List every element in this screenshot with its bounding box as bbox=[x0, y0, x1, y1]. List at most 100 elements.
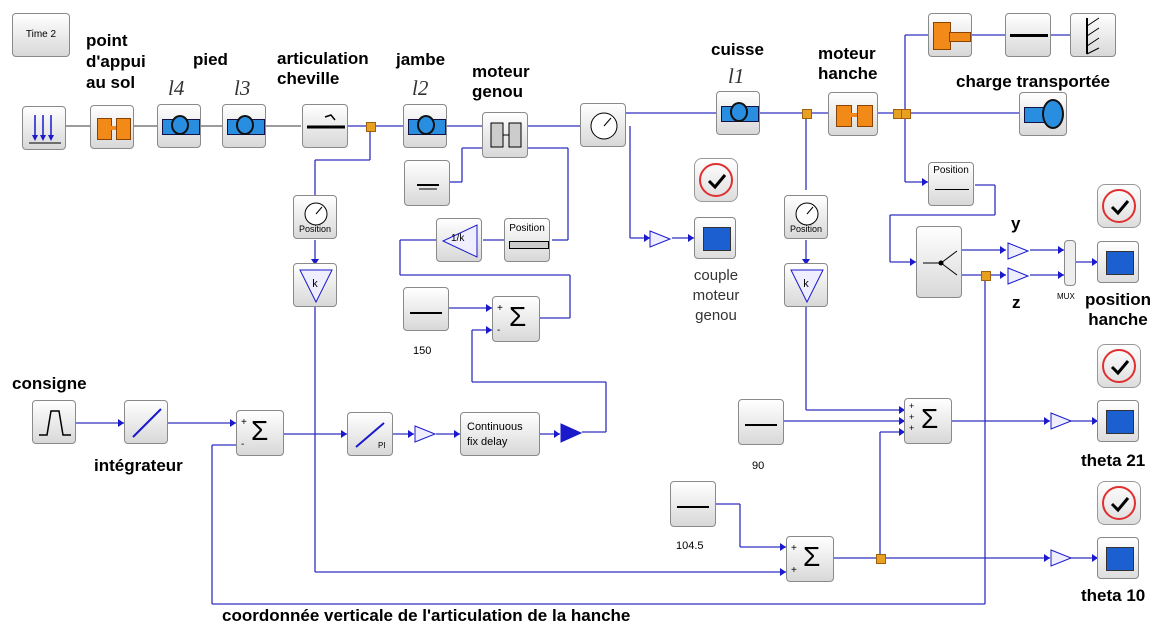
scope-theta10[interactable] bbox=[1097, 537, 1139, 579]
gain-couple bbox=[649, 230, 672, 248]
torque-sensor-block[interactable] bbox=[580, 103, 626, 147]
gain-z bbox=[1007, 267, 1030, 285]
check-icon bbox=[1110, 360, 1130, 376]
delay-block[interactable]: Continuous fix delay bbox=[460, 412, 540, 456]
label-articulation: articulation cheville bbox=[277, 49, 369, 88]
clock-couple[interactable] bbox=[694, 158, 738, 202]
clock-theta10[interactable] bbox=[1097, 481, 1141, 525]
position-label: Position bbox=[509, 223, 545, 234]
gauge-icon bbox=[795, 202, 819, 226]
gain-k-label: k bbox=[803, 278, 809, 290]
knee-ground-block[interactable] bbox=[404, 160, 450, 206]
label-theta21: theta 21 bbox=[1081, 451, 1146, 470]
gain-pi bbox=[414, 425, 437, 443]
rail-block[interactable] bbox=[1005, 13, 1051, 57]
constant-150-value: 150 bbox=[413, 345, 432, 357]
label-moteur-genou: moteur genou bbox=[472, 62, 530, 101]
check-icon bbox=[1110, 497, 1130, 513]
constant-150-block[interactable] bbox=[403, 287, 449, 331]
ground-icon bbox=[417, 184, 439, 190]
pi-controller-block[interactable]: PI bbox=[347, 412, 393, 456]
scope-theta21[interactable] bbox=[1097, 400, 1139, 442]
ankle-joint-block[interactable] bbox=[302, 104, 348, 148]
position-label: Position bbox=[933, 165, 969, 176]
label-jambe: jambe bbox=[396, 50, 446, 69]
constant-90-block[interactable] bbox=[738, 399, 784, 445]
time-block[interactable]: Time 2 bbox=[12, 13, 70, 57]
label-l1: l1 bbox=[728, 64, 745, 88]
mux-block[interactable] bbox=[1064, 240, 1076, 286]
delay-label: Continuous fix delay bbox=[467, 421, 523, 448]
gauge-icon bbox=[304, 202, 328, 226]
gain-theta10 bbox=[1050, 549, 1073, 567]
constant-104-block[interactable] bbox=[670, 481, 716, 527]
ruler-icon bbox=[935, 183, 969, 190]
label-moteur-hanche: moteur hanche bbox=[818, 44, 878, 83]
sum-theta10-block[interactable]: Σ + + bbox=[786, 536, 834, 582]
link-l1-block[interactable] bbox=[716, 91, 760, 135]
label-bottom: coordonnée verticale de l'articulation d… bbox=[222, 606, 631, 625]
sum-symbol: Σ bbox=[509, 301, 527, 332]
link-l2-block[interactable] bbox=[403, 104, 447, 148]
hip-position-sensor-block[interactable]: Position bbox=[928, 162, 974, 206]
label-theta10: theta 10 bbox=[1081, 586, 1146, 605]
label-charge: charge transportée bbox=[956, 72, 1110, 91]
mux-label: MUX bbox=[1057, 292, 1075, 301]
ankle-angle-sensor-block[interactable]: Position bbox=[293, 195, 337, 239]
label-z: z bbox=[1012, 293, 1021, 312]
label-l4: l4 bbox=[168, 76, 185, 100]
slider-icon bbox=[509, 241, 549, 249]
clock-position[interactable] bbox=[1097, 184, 1141, 228]
sum-symbol: Σ bbox=[251, 415, 269, 446]
knee-position-block[interactable]: Position bbox=[504, 218, 550, 262]
sum-theta21-block[interactable]: Σ +++ bbox=[904, 398, 952, 444]
prismatic-joint-block[interactable] bbox=[928, 13, 972, 57]
junction-point bbox=[802, 109, 812, 119]
inverse-gain-label: 1/k bbox=[451, 233, 465, 244]
step-icon bbox=[677, 506, 709, 508]
label-consigne: consigne bbox=[12, 374, 87, 393]
gain-k-label: k bbox=[312, 278, 318, 290]
position-label: Position bbox=[298, 224, 332, 234]
output-gain bbox=[560, 423, 583, 443]
label-pied: pied bbox=[193, 50, 228, 69]
ground-contact-block[interactable] bbox=[90, 105, 134, 149]
label-cuisse: cuisse bbox=[711, 40, 764, 59]
sum-knee-block[interactable]: Σ + - bbox=[492, 296, 540, 342]
load-block[interactable] bbox=[1019, 92, 1067, 136]
label-point-appui: point d'appui au sol bbox=[86, 31, 146, 92]
hip-motor-block[interactable] bbox=[828, 92, 878, 136]
junction-point bbox=[981, 271, 991, 281]
integrator-block[interactable] bbox=[124, 400, 168, 444]
revolute-joint-icon bbox=[307, 114, 345, 129]
trajectory-source-block[interactable] bbox=[22, 106, 66, 150]
sum-symbol: Σ bbox=[921, 403, 939, 434]
check-icon bbox=[707, 174, 727, 190]
gain-k-left-block[interactable]: k bbox=[293, 263, 337, 307]
scope-screen-icon bbox=[1106, 410, 1134, 434]
step-icon bbox=[745, 424, 777, 426]
gain-k-right-block[interactable]: k bbox=[784, 263, 828, 307]
sum-consigne-block[interactable]: Σ + - bbox=[236, 410, 284, 456]
ramp-icon bbox=[355, 422, 385, 448]
consigne-block[interactable] bbox=[32, 400, 76, 444]
junction-point bbox=[901, 109, 911, 119]
scope-couple[interactable] bbox=[694, 217, 736, 259]
scope-screen-icon bbox=[1106, 547, 1134, 571]
link-l3-block[interactable] bbox=[222, 104, 266, 148]
inverse-gain-block[interactable]: 1/k bbox=[436, 218, 482, 262]
trapezoid-signal-icon bbox=[39, 410, 71, 436]
gain-y bbox=[1007, 242, 1030, 260]
demux-block[interactable] bbox=[916, 226, 962, 298]
fixed-frame-block[interactable] bbox=[1070, 13, 1116, 57]
sum-symbol: Σ bbox=[803, 541, 821, 572]
scope-position[interactable] bbox=[1097, 241, 1139, 283]
rail-icon bbox=[1010, 34, 1048, 37]
link-l4-block[interactable] bbox=[157, 104, 201, 148]
clock-theta21[interactable] bbox=[1097, 344, 1141, 388]
hip-angle-sensor-block[interactable]: Position bbox=[784, 195, 828, 239]
couple-label: couple moteur genou bbox=[692, 267, 740, 324]
ramp-icon bbox=[132, 408, 162, 438]
knee-motor-block[interactable] bbox=[482, 112, 528, 158]
gain-triangle-icon bbox=[790, 269, 824, 304]
